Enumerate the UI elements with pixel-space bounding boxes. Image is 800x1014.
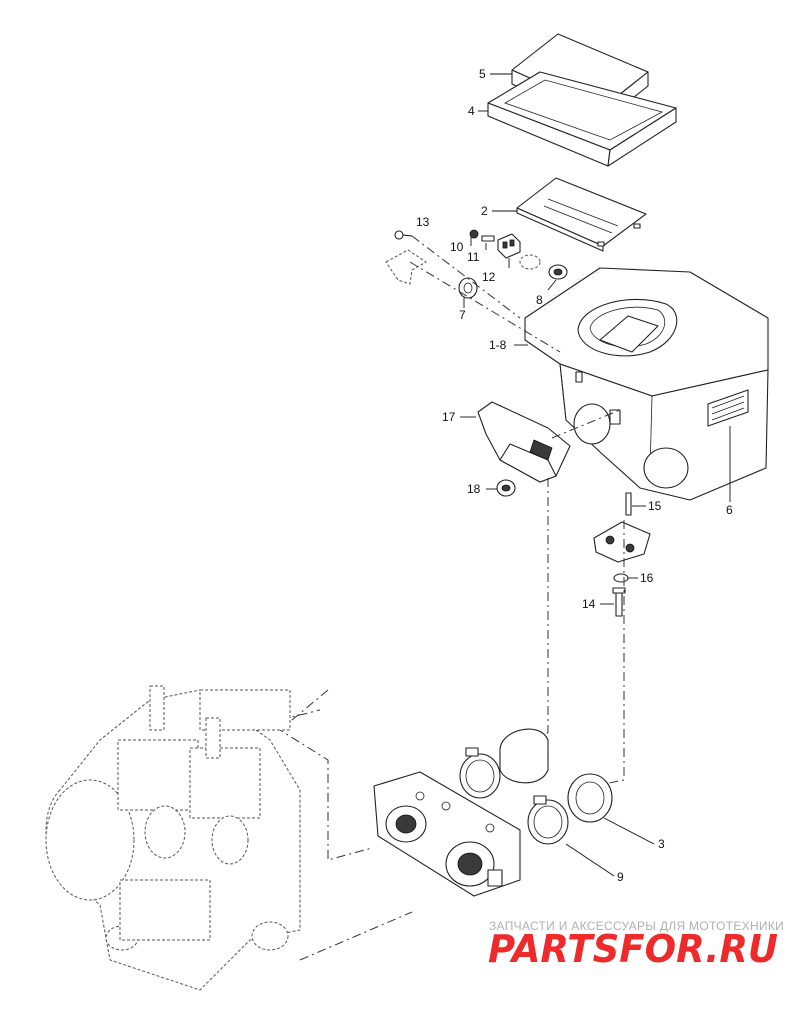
callout-16: 16 (640, 571, 654, 585)
part-9-clamps (459, 747, 569, 845)
part-12-sensor (497, 233, 521, 259)
callout-14: 14 (582, 597, 596, 611)
throttle-body (373, 771, 521, 897)
callout-labels: 5 4 2 13 10 11 12 8 7 1-8 17 18 15 6 16 … (416, 67, 733, 884)
leader-lines (460, 73, 731, 877)
callout-17: 17 (442, 410, 456, 424)
watermark-logo: PARTSFOR.RU (488, 927, 778, 971)
part-8-grommet (548, 264, 568, 280)
part-18-clip (496, 479, 516, 497)
callout-8: 8 (536, 293, 543, 307)
airbox-body (524, 267, 769, 501)
grommet-dashed (519, 254, 541, 270)
part-3-intake-boots (499, 728, 613, 823)
part-15-pin (625, 492, 632, 516)
part-13-screw (394, 230, 413, 240)
part-11-bolt (481, 235, 495, 242)
callout-9: 9 (617, 870, 624, 884)
watermark: ЗАПЧАСТИ И АКСЕССУАРЫ ДЛЯ МОТОТЕХНИКИ PA… (488, 919, 784, 971)
part-14-bolt (612, 587, 626, 617)
mount-bracket (593, 521, 651, 563)
callout-13: 13 (416, 215, 430, 229)
part-7-bushing (458, 277, 478, 299)
part-2-cover-plate (516, 177, 647, 252)
callout-2: 2 (481, 204, 488, 218)
part-16-washer (613, 573, 629, 583)
engine-outline (45, 685, 301, 991)
callout-18: 18 (467, 482, 481, 496)
part-10-nut (469, 229, 479, 239)
callout-5: 5 (479, 67, 486, 81)
part-17-silencer (477, 401, 571, 483)
assembly-lines (279, 235, 625, 961)
callout-12: 12 (482, 270, 496, 284)
callout-6: 6 (726, 503, 733, 517)
bracket (385, 249, 427, 285)
callout-11: 11 (467, 250, 480, 264)
callout-4: 4 (468, 104, 475, 118)
callout-7: 7 (459, 308, 466, 322)
watermark-tagline: ЗАПЧАСТИ И АКСЕССУАРЫ ДЛЯ МОТОТЕХНИКИ (489, 919, 784, 933)
callout-10: 10 (450, 240, 464, 254)
callout-3: 3 (658, 837, 665, 851)
part-4-filter-frame (487, 71, 677, 167)
callout-15: 15 (648, 499, 662, 513)
callout-1-8: 1-8 (489, 338, 507, 352)
